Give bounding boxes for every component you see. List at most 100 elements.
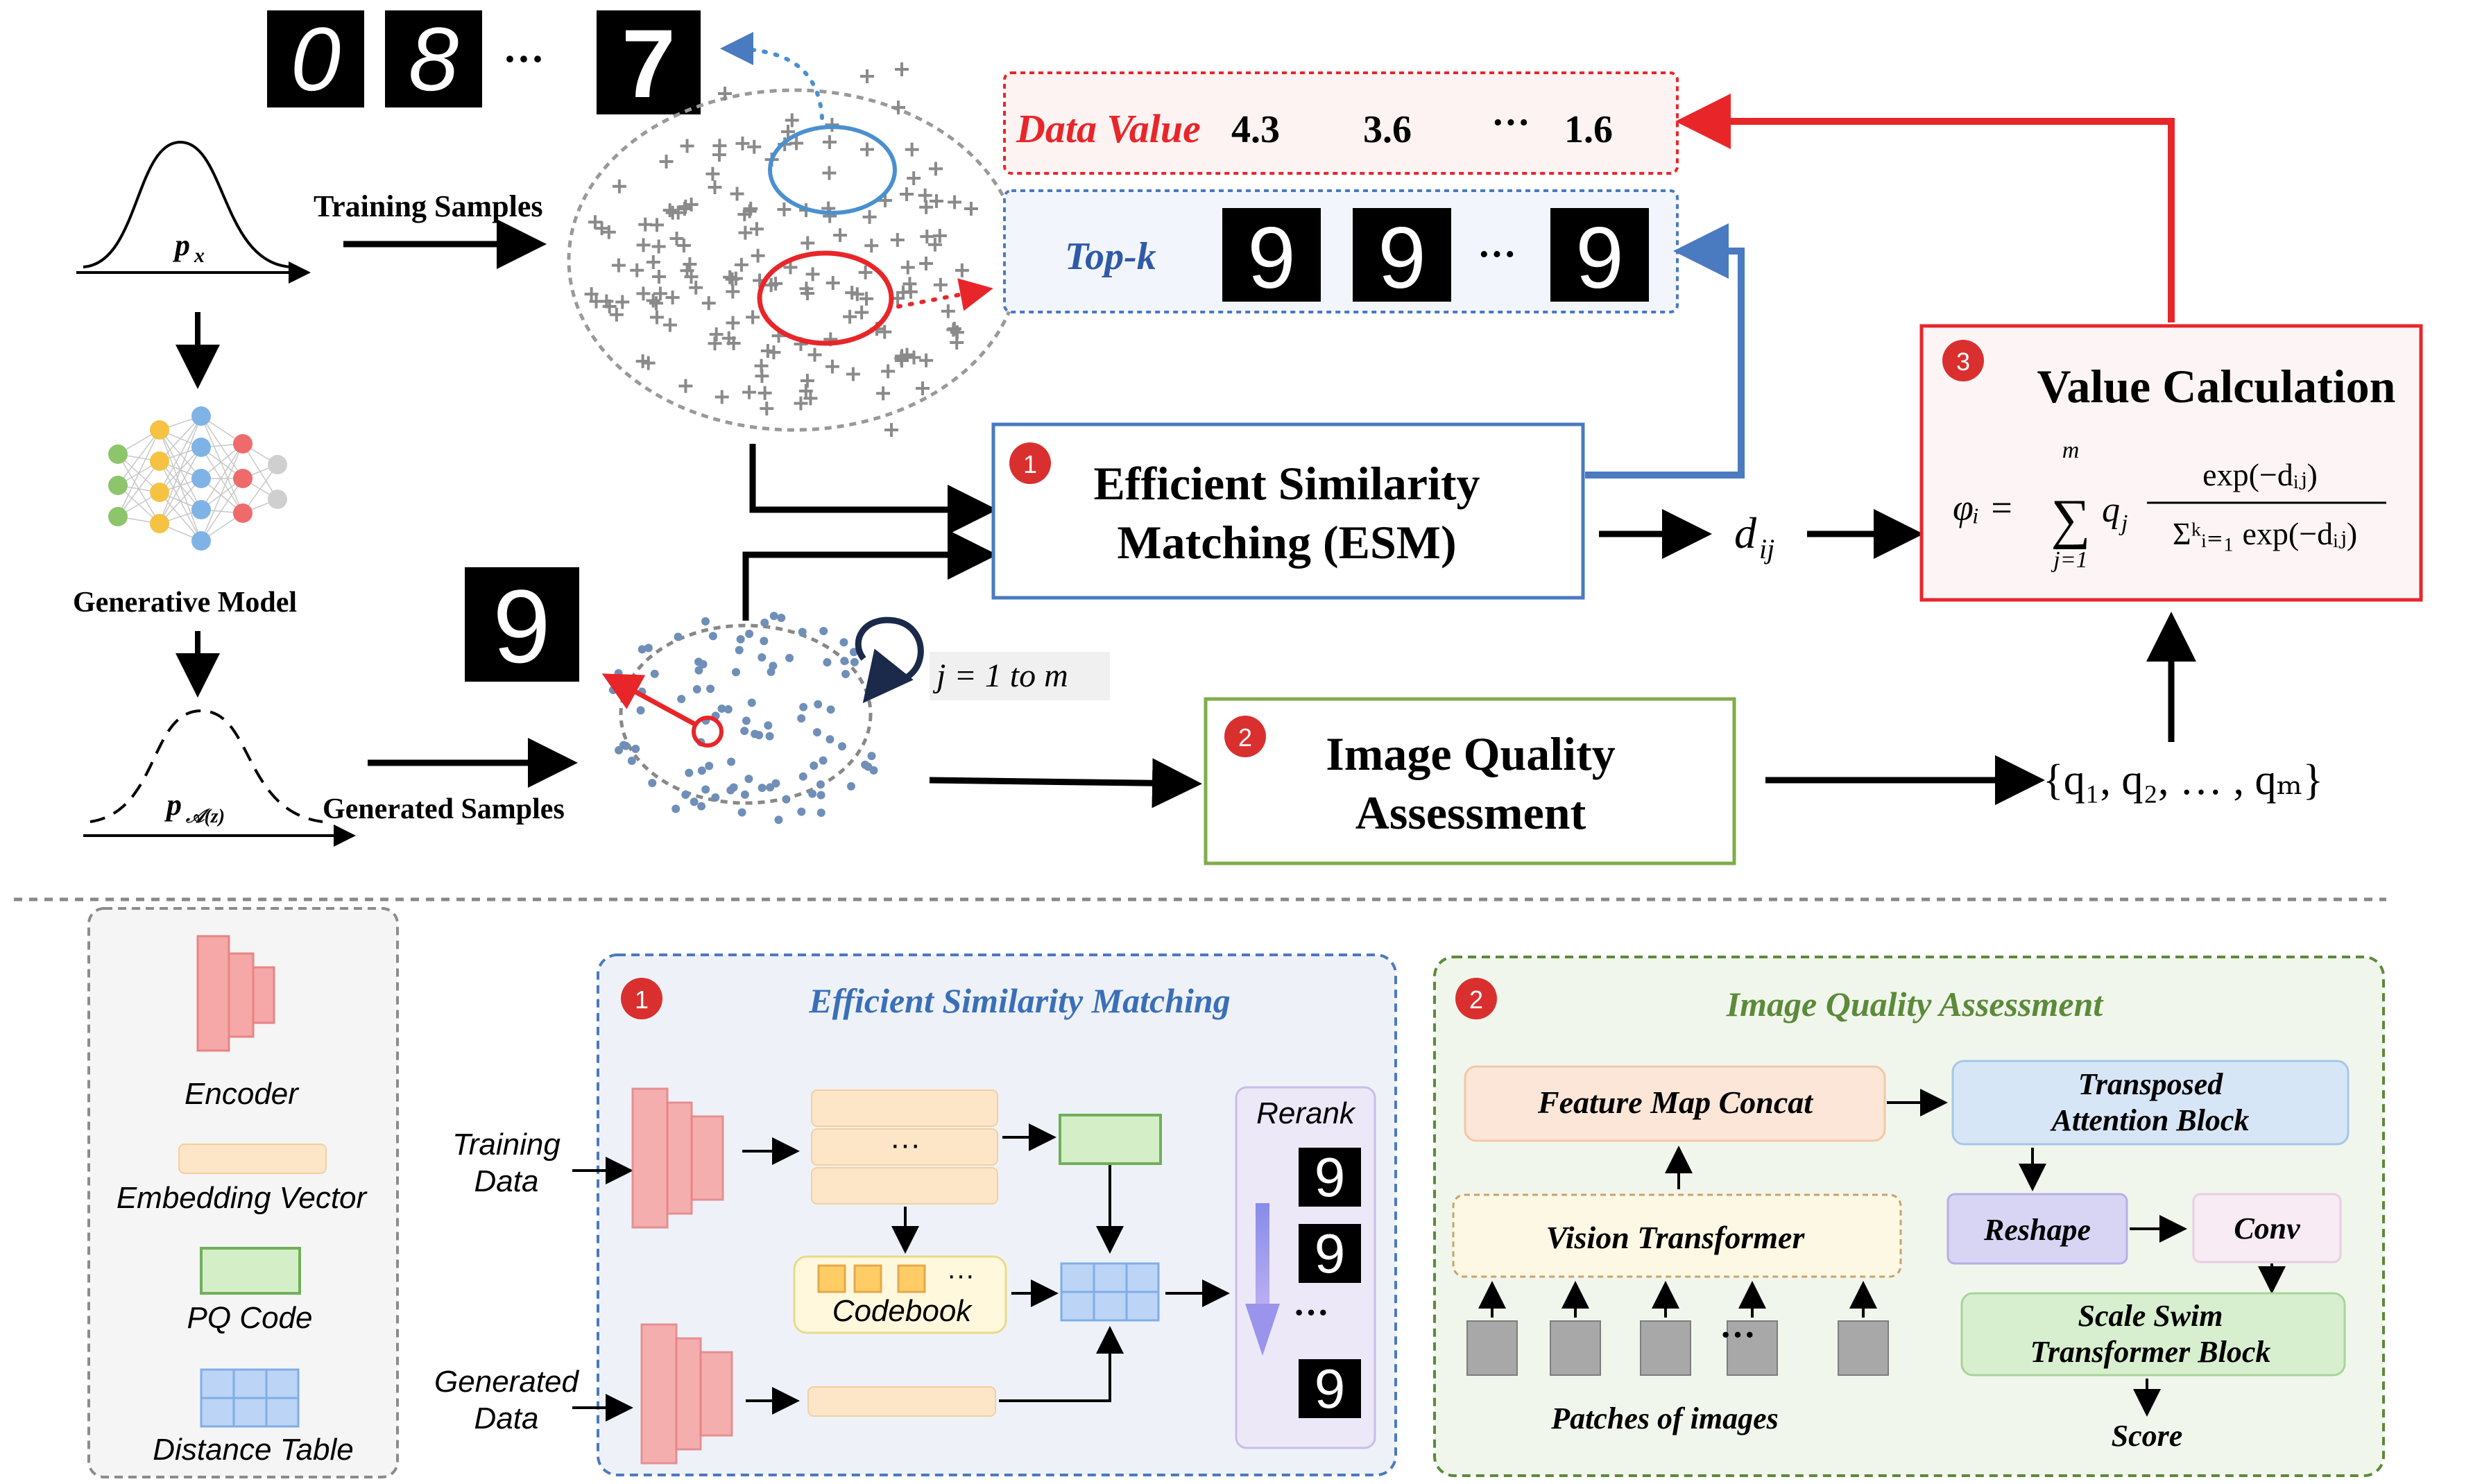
nn-node	[268, 455, 287, 474]
training-sample-mark	[649, 310, 664, 325]
training-sample-mark	[890, 232, 905, 247]
nn-node	[108, 445, 128, 464]
pq-code-icon	[200, 1247, 301, 1295]
training-sample-mark	[652, 270, 667, 284]
generated-embedding	[807, 1386, 996, 1417]
mnist-digit-7: 7	[597, 9, 701, 118]
blue-dotted-arrow	[720, 32, 824, 120]
svg-text:9: 9	[1575, 210, 1624, 307]
image-patch	[1550, 1320, 1601, 1376]
training-sample-mark	[845, 286, 859, 300]
training-sample-mark	[601, 225, 616, 239]
training-sample-mark	[725, 272, 739, 286]
training-sample-mark	[905, 142, 919, 157]
esm-generated-data-1: Generated	[434, 1365, 579, 1399]
generated-sample-mark	[648, 779, 657, 788]
generated-sample-mark	[797, 714, 806, 723]
training-sample-mark	[615, 295, 630, 309]
training-sample-mark	[712, 139, 727, 153]
training-sample-mark	[783, 260, 798, 275]
training-sample-mark	[919, 257, 933, 270]
rerank-arrow	[1256, 1203, 1269, 1307]
generated-sample-mark	[685, 768, 694, 777]
training-sample-mark	[785, 113, 799, 128]
esm-panel-title: Efficient Similarity Matching	[808, 981, 1230, 1020]
generated-cluster-ellipse	[619, 623, 873, 805]
iqa-number-badge	[1224, 716, 1266, 757]
highlight-blue-ellipse	[768, 125, 897, 215]
svg-text:0: 0	[291, 8, 341, 110]
training-sample-mark	[919, 353, 934, 368]
training-sample-mark	[726, 284, 740, 299]
iqa-title-line2: Assessment	[1355, 786, 1586, 839]
data-value-2: 3.6	[1363, 108, 1412, 151]
training-sample-mark	[895, 62, 909, 76]
training-sample-mark	[799, 282, 814, 296]
training-sample-mark	[928, 162, 943, 176]
training-sample-mark	[680, 264, 694, 278]
generated-sample-mark	[846, 782, 855, 791]
highlight-red-circle	[692, 716, 724, 748]
training-sample-mark	[669, 231, 684, 245]
training-sample-mark	[864, 239, 879, 253]
nn-node	[233, 503, 253, 523]
svg-text:∑: ∑	[2051, 489, 2090, 550]
distance-table-icon	[200, 1368, 300, 1428]
generated-sample-mark	[798, 772, 807, 781]
esm-distance-table	[1060, 1262, 1160, 1322]
svg-text:j: j	[2119, 510, 2128, 536]
generated-sample-mark	[736, 635, 745, 644]
generated-sample-mark	[777, 613, 786, 622]
svg-text:2: 2	[1238, 723, 1252, 752]
vision-transformer-label: Vision Transformer	[1546, 1220, 1806, 1255]
topk-ellipsis: ···	[1478, 233, 1516, 276]
training-sample-mark	[794, 396, 808, 411]
training-sample-mark	[948, 195, 962, 209]
red-dotted-arrow	[896, 278, 993, 311]
generated-sample-mark	[735, 646, 744, 655]
training-sample-mark	[807, 347, 822, 362]
generated-sample-mark	[816, 780, 825, 789]
generated-sample-mark	[692, 685, 701, 694]
dij-label: d	[1734, 508, 1757, 558]
training-sample-mark	[941, 304, 955, 318]
training-sample-mark	[902, 277, 917, 291]
training-sample-mark	[612, 179, 626, 193]
generated-sample-mark	[774, 816, 783, 825]
training-sample-mark	[641, 356, 656, 370]
codebook-cells: ···	[817, 1260, 975, 1293]
nn-node	[191, 406, 211, 426]
training-sample-mark	[855, 305, 869, 320]
training-embedding-stack: ···	[811, 1089, 998, 1205]
generated-sample-mark	[839, 638, 848, 647]
training-sample-mark	[846, 367, 860, 381]
training-sample-mark	[927, 237, 942, 252]
esm-panel	[597, 954, 1397, 1476]
training-sample-mark	[649, 296, 663, 311]
generated-samples-label: Generated Samples	[323, 793, 565, 825]
esm-generated-encoder-icon	[640, 1323, 733, 1465]
training-sample-mark	[730, 187, 744, 201]
mnist-digit-0: 0	[267, 8, 364, 110]
generated-sample-mark	[765, 732, 774, 741]
training-sample-mark	[822, 166, 837, 180]
loop-arrow-icon	[855, 616, 924, 687]
svg-text:9: 9	[1378, 210, 1426, 307]
training-sample-mark	[651, 239, 666, 254]
training-sample-mark	[746, 310, 760, 325]
training-sample-mark	[805, 267, 820, 282]
training-sample-mark	[662, 318, 677, 332]
nn-node	[191, 500, 211, 519]
image-patch	[1466, 1320, 1518, 1376]
training-sample-mark	[760, 343, 775, 358]
mnist-digit-8: 8	[385, 8, 482, 110]
value-formula: φᵢ = m ∑ j=1 q j exp(−dᵢⱼ) Σᵏᵢ₌₁ exp(−dᵢ…	[1953, 438, 2386, 573]
generated-sample-mark	[758, 653, 767, 662]
value-to-datavalue-arrow	[1675, 94, 2175, 322]
generated-sample-mark	[814, 700, 823, 709]
generated-sample-mark	[797, 807, 806, 816]
vc-title: Value Calculation	[2037, 360, 2395, 413]
generated-sample-mark	[740, 727, 749, 736]
rerank-ellipsis: ···	[1293, 1293, 1329, 1333]
